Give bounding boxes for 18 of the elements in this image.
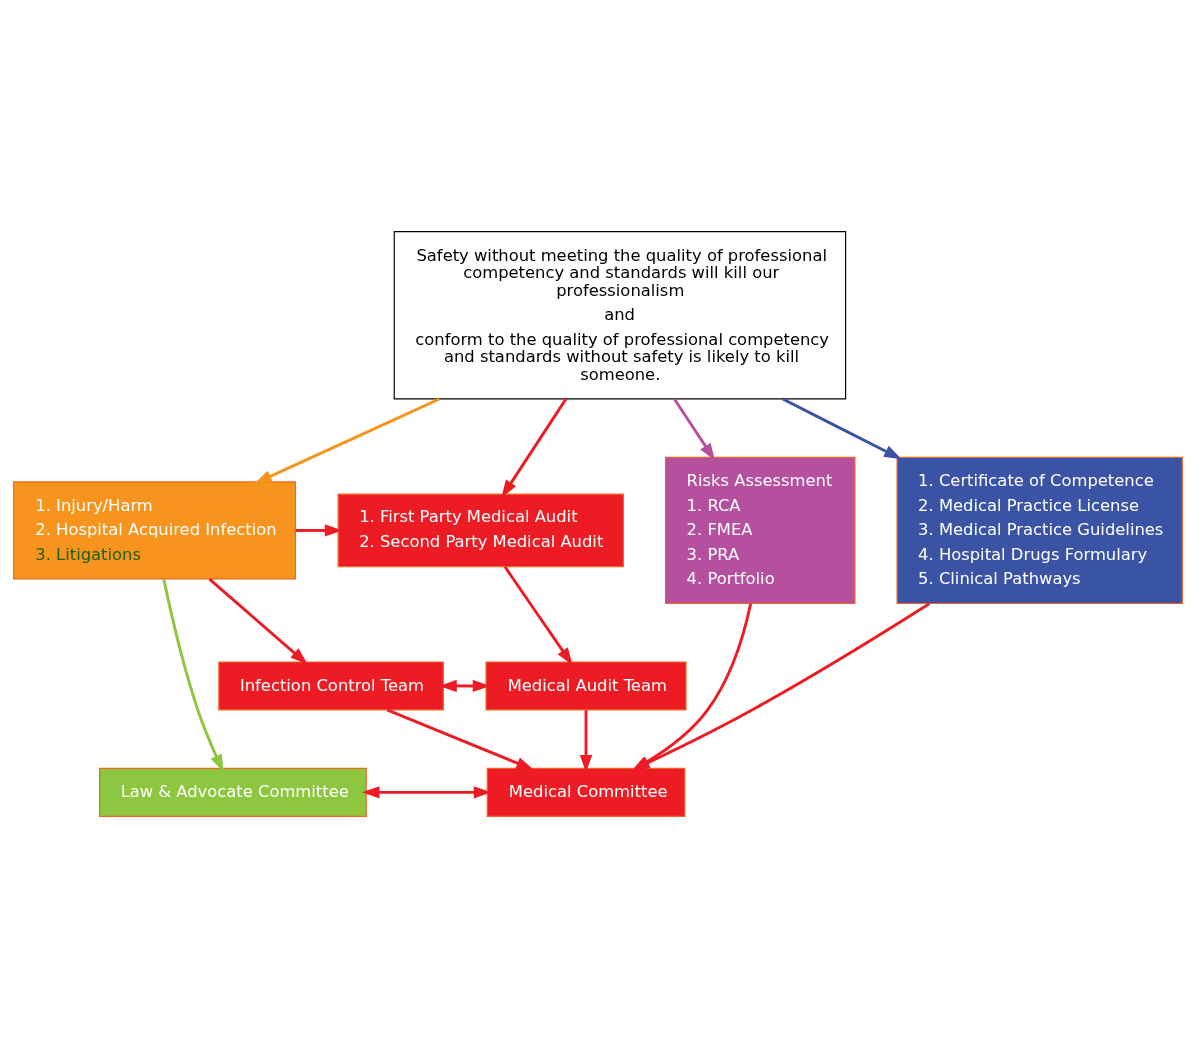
arrow — [386, 708, 534, 770]
node-box: Infection Control Team — [218, 661, 444, 711]
node-box: Medical Audit Team — [485, 661, 687, 711]
arrow — [254, 397, 440, 484]
node-box: Medical Committee — [486, 767, 686, 817]
node-box: 1. Certificate of Competence 2. Medical Practice License 3. Medical Practice Guidelines 4. Hospital Drugs Formulary 5. Clinical Pathways — [896, 456, 1183, 605]
node-box: Risks Assessment 1. RCA 2. FMEA 3. PRA 4. Portfolio — [664, 456, 856, 605]
arrow — [673, 398, 716, 461]
node-box: 1. First Party Medical Audit 2. Second Party Medical Audit — [337, 493, 624, 568]
arrow — [631, 603, 753, 771]
arrow — [632, 602, 930, 771]
arrow — [503, 565, 573, 666]
arrow — [208, 578, 308, 665]
arrow — [501, 398, 568, 498]
node-box: Law & Advocate Committee — [99, 767, 367, 817]
node-box: 1. Injury/Harm 2. Hospital Acquired Infection 3. Litigations — [13, 481, 297, 580]
node-box: Safety without meeting the quality of professional competency and standards will kill our professionalism and conform to the quality of professional competency and standards without safety is likely to kill someone. — [393, 231, 847, 400]
arrow — [782, 397, 902, 460]
